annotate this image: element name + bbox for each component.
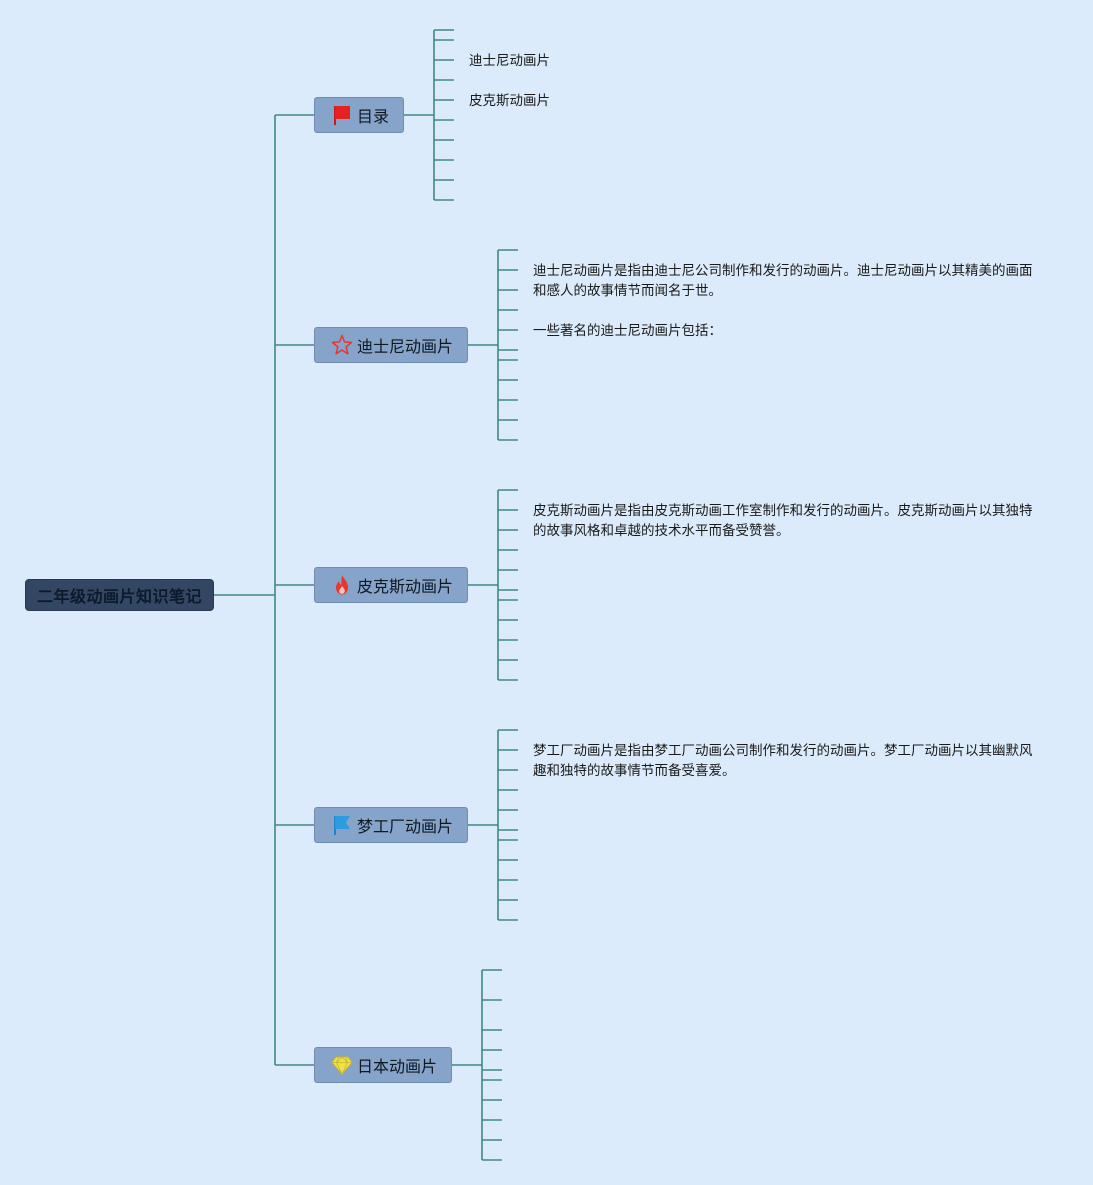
red-flag-icon [331, 104, 353, 126]
disney-description: 迪士尼动画片是指由迪士尼公司制作和发行的动画片。迪士尼动画片以其精美的画面和感人… [533, 263, 1033, 299]
topic-japan[interactable]: 日本动画片 [314, 1047, 452, 1083]
dreamworks-description: 梦工厂动画片是指由梦工厂动画公司制作和发行的动画片。梦工厂动画片以其幽默风趣和独… [533, 743, 1033, 779]
topic-pixar[interactable]: 皮克斯动画片 [314, 567, 468, 603]
fire-icon [331, 574, 353, 596]
pixar-description: 皮克斯动画片是指由皮克斯动画工作室制作和发行的动画片。皮克斯动画片以其独特的故事… [533, 503, 1033, 539]
root-label: 二年级动画片知识笔记 [36, 587, 202, 606]
topic-label: 皮克斯动画片 [357, 577, 454, 596]
blue-flag-icon [331, 814, 353, 836]
root-node[interactable]: 二年级动画片知识笔记 [25, 579, 214, 611]
topic-label: 迪士尼动画片 [357, 337, 454, 356]
topic-label: 目录 [357, 107, 390, 126]
toc-item-pixar[interactable]: 皮克斯动画片 [469, 93, 550, 109]
topic-label: 梦工厂动画片 [357, 817, 454, 836]
toc-item-disney[interactable]: 迪士尼动画片 [469, 53, 550, 69]
topic-label: 日本动画片 [357, 1057, 438, 1076]
topic-dreamworks[interactable]: 梦工厂动画片 [314, 807, 468, 843]
diamond-icon [331, 1054, 353, 1076]
topic-disney[interactable]: 迪士尼动画片 [314, 327, 468, 363]
star-outline-icon [331, 334, 353, 356]
topic-toc[interactable]: 目录 [314, 97, 404, 133]
disney-famous-list-intro: 一些著名的迪士尼动画片包括： [533, 323, 722, 339]
